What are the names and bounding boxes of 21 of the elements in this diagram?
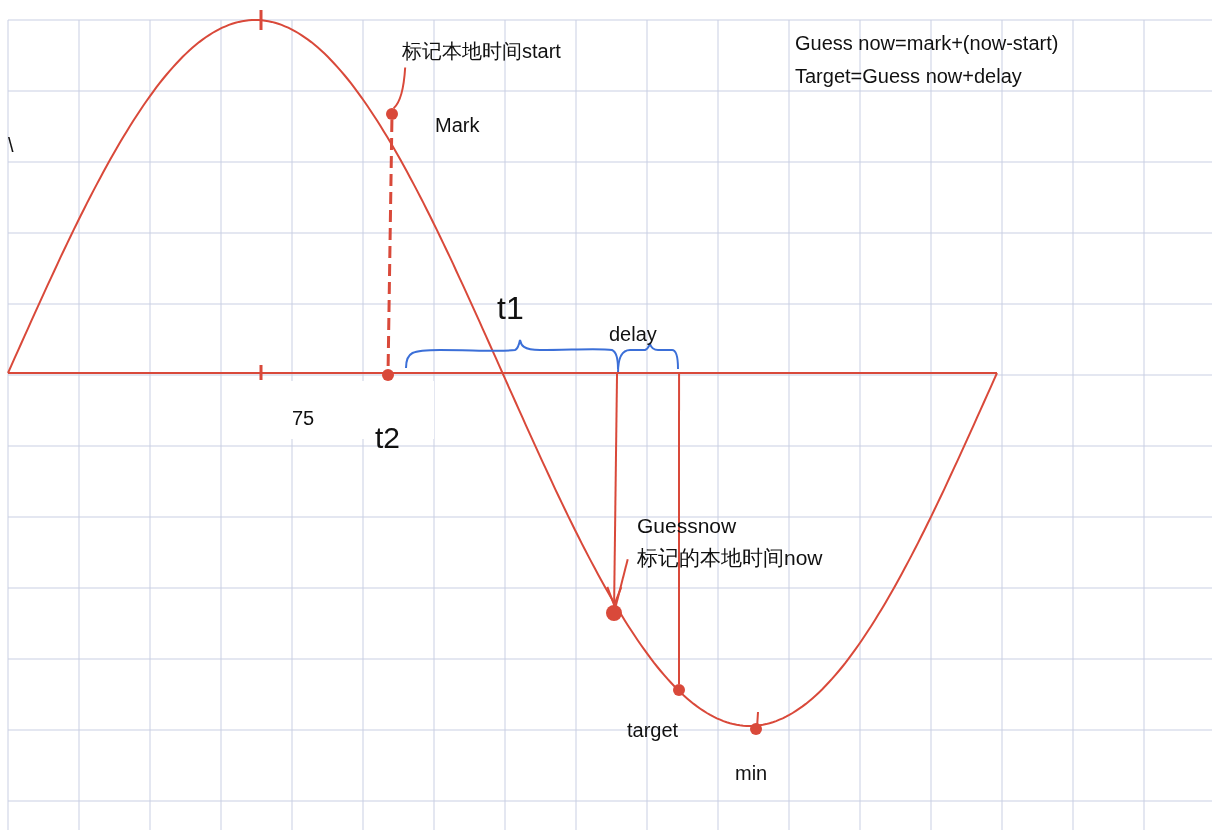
stray-mark: \ bbox=[8, 133, 14, 157]
interval-label: t1 bbox=[497, 289, 524, 328]
point-label: target bbox=[627, 718, 679, 742]
point-dot bbox=[606, 605, 622, 621]
formula-text: Guess now=mark+(now-start) bbox=[795, 31, 1059, 55]
interval-label: delay bbox=[609, 322, 657, 346]
x-axis bbox=[8, 372, 997, 374]
point-dot bbox=[750, 723, 762, 735]
point-label: t2 bbox=[375, 420, 401, 456]
point-label: Mark bbox=[435, 113, 480, 137]
annotation-text: 标记的本地时间now bbox=[637, 544, 823, 571]
leader-line bbox=[615, 558, 629, 607]
annotation-text: 标记本地时间start bbox=[402, 39, 561, 64]
connector-line bbox=[678, 373, 681, 685]
tick-label: 75 bbox=[292, 406, 315, 430]
leader-line bbox=[392, 66, 407, 110]
formula-text: Target=Guess now+delay bbox=[795, 64, 1022, 88]
arrow bbox=[606, 373, 623, 606]
point-label: min bbox=[735, 761, 768, 785]
point-dot bbox=[673, 684, 685, 696]
point-dot bbox=[386, 108, 398, 120]
